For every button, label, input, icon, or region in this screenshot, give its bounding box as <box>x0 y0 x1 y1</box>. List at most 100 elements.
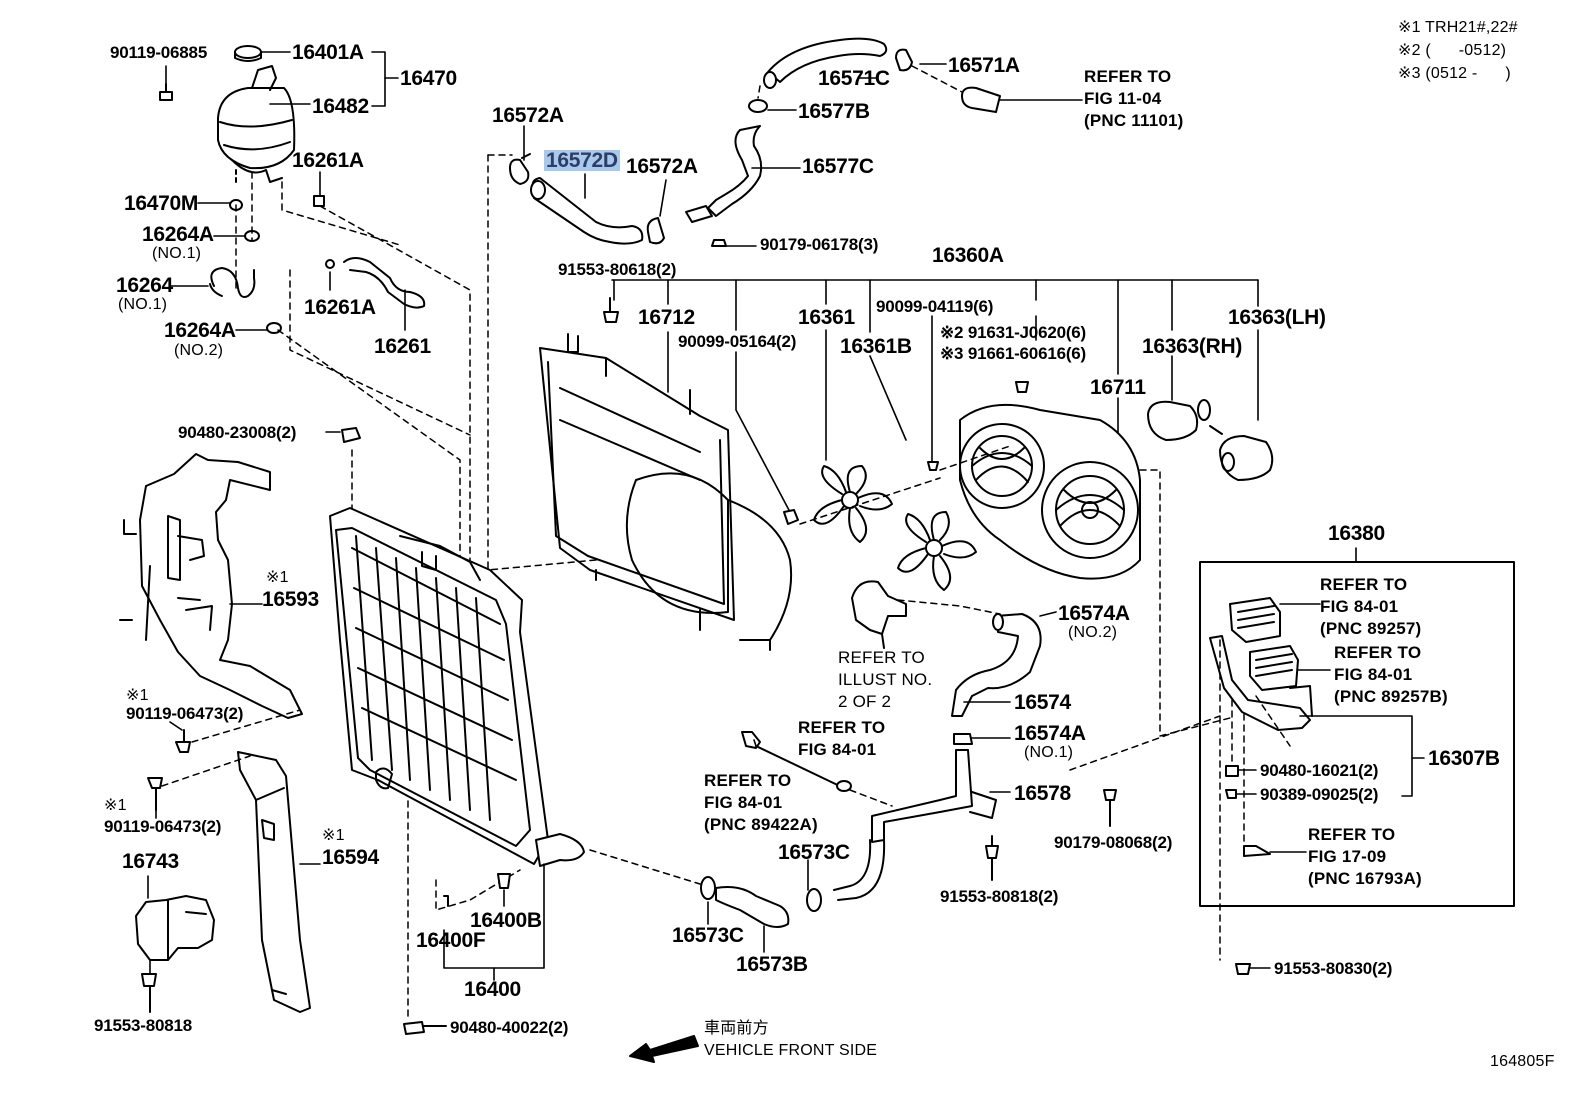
part-label-16573B[interactable]: 16573B <box>736 953 808 976</box>
clamp-16572A-right <box>646 217 665 245</box>
nut-90179-08068 <box>1103 789 1117 827</box>
screw-90099-04119 <box>927 461 939 471</box>
part-label-90179-06178[interactable]: 90179-06178(3) <box>760 235 879 254</box>
shield-16593 <box>119 453 303 719</box>
part-label-16261A-lower[interactable]: 16261A <box>304 296 376 319</box>
part-label-16470[interactable]: 16470 <box>400 67 457 90</box>
leaders-reservoir <box>165 51 406 331</box>
part-label-16571A[interactable]: 16571A <box>948 54 1020 77</box>
part-label-16360A[interactable]: 16360A <box>932 244 1004 267</box>
ref-line: REFER TO <box>1334 643 1422 662</box>
shroud-16712 <box>539 333 793 651</box>
ref-line: REFER TO <box>1084 67 1172 86</box>
part-label-16577B[interactable]: 16577B <box>798 100 870 123</box>
part-label-16712[interactable]: 16712 <box>638 306 695 329</box>
part-label-16578[interactable]: 16578 <box>1014 782 1071 805</box>
screw-91631-J0620 <box>1015 381 1029 393</box>
ref-fig-84-01-pnc-89257[interactable]: REFER TO FIG 84-01 (PNC 89257) <box>1320 574 1421 640</box>
legend-note-2: ※2 ( -0512) <box>1398 42 1507 59</box>
part-sublabel-16574A-no2: (NO.2) <box>1068 624 1118 641</box>
part-label-16573C-left[interactable]: 16573C <box>672 924 744 947</box>
part-label-16577C[interactable]: 16577C <box>802 155 874 178</box>
hose-16571C <box>763 37 888 89</box>
part-label-16264[interactable]: 16264 <box>116 274 173 297</box>
part-label-90480-16021[interactable]: 90480-16021(2) <box>1260 761 1379 780</box>
ref-fig-17-09-pnc-16793A[interactable]: REFER TO FIG 17-09 (PNC 16793A) <box>1308 824 1422 890</box>
fan-shroud-16711 <box>959 403 1141 580</box>
radiator-16400 <box>329 507 585 907</box>
part-label-16307B[interactable]: 16307B <box>1428 747 1500 770</box>
ref-line: (PNC 89257B) <box>1334 687 1448 706</box>
part-sublabel-16264A-no2: (NO.2) <box>174 342 224 359</box>
part-label-16574A-no2[interactable]: 16574A <box>1058 602 1130 625</box>
shield-16594 <box>237 751 311 1013</box>
part-sublabel-16574A-no1: (NO.1) <box>1024 744 1074 761</box>
part-label-16264A-no2[interactable]: 16264A <box>164 319 236 342</box>
part-label-16594[interactable]: 16594 <box>322 846 379 869</box>
ref-fig-11-04[interactable]: REFER TO FIG 11-04 (PNC 11101) <box>1084 66 1184 132</box>
filler-neck <box>851 580 907 649</box>
part-label-16482[interactable]: 16482 <box>312 95 369 118</box>
part-label-16361[interactable]: 16361 <box>798 306 855 329</box>
part-label-16574A-no1[interactable]: 16574A <box>1014 722 1086 745</box>
part-label-16380[interactable]: 16380 <box>1328 522 1385 545</box>
part-label-16363RH[interactable]: 16363(RH) <box>1142 335 1243 358</box>
fan-16361 <box>813 465 893 543</box>
part-label-16401A[interactable]: 16401A <box>292 41 364 64</box>
ref-fig-84-01-pnc-89257B[interactable]: REFER TO FIG 84-01 (PNC 89257B) <box>1334 642 1448 708</box>
motor-16363LH <box>1209 425 1274 481</box>
part-label-16571C[interactable]: 16571C <box>818 67 890 90</box>
ref-illust-2-of-2[interactable]: REFER TO ILLUST NO. 2 OF 2 <box>838 647 932 713</box>
part-label-16711[interactable]: 16711 <box>1090 376 1146 399</box>
part-label-16400[interactable]: 16400 <box>464 978 521 1001</box>
part-label-16470M[interactable]: 16470M <box>124 192 199 215</box>
ref-fig-84-01-a[interactable]: REFER TO FIG 84-01 <box>798 717 885 761</box>
part-label-90480-40022[interactable]: 90480-40022(2) <box>450 1018 569 1037</box>
part-label-16593[interactable]: 16593 <box>262 588 319 611</box>
ref-fig-84-01-pnc-89422A[interactable]: REFER TO FIG 84-01 (PNC 89422A) <box>704 770 818 836</box>
part-label-91553-80830[interactable]: 91553-80830(2) <box>1274 959 1393 978</box>
relay-group-16380 <box>1199 547 1515 975</box>
part-label-91553-80818-right[interactable]: 91553-80818(2) <box>940 887 1059 906</box>
part-label-16400B[interactable]: 16400B <box>470 909 542 932</box>
clamp-16574A-no1 <box>953 733 973 745</box>
part-label-90480-23008[interactable]: 90480-23008(2) <box>178 423 297 442</box>
part-label-16361B[interactable]: 16361B <box>840 335 912 358</box>
bolt-90119-06885 <box>159 83 173 101</box>
part-label-90389-09025[interactable]: 90389-09025(2) <box>1260 785 1379 804</box>
applicability-mark-16593: ※1 <box>266 569 289 586</box>
part-label-90119-06473-b[interactable]: 90119-06473(2) <box>104 817 222 836</box>
part-label-91661-60616[interactable]: ※3 91661-60616(6) <box>940 344 1087 363</box>
ref-line: FIG 17-09 <box>1308 847 1387 866</box>
part-label-91631-J0620[interactable]: ※2 91631-J0620(6) <box>940 323 1087 342</box>
part-label-16573C-right[interactable]: 16573C <box>778 841 850 864</box>
ref-line: FIG 84-01 <box>704 793 783 812</box>
part-label-16264A-no1[interactable]: 16264A <box>142 223 214 246</box>
part-label-90119-06473-a[interactable]: 90119-06473(2) <box>126 704 244 723</box>
part-label-16261[interactable]: 16261 <box>374 335 431 358</box>
motor-16363RH <box>1147 399 1211 441</box>
part-label-90119-06885[interactable]: 90119-06885 <box>110 43 208 62</box>
bolt-90119-06473-b <box>147 777 163 811</box>
part-label-16572D-highlighted[interactable]: 16572D <box>544 149 620 172</box>
legend-note-1: ※1 TRH21#,22# <box>1398 19 1518 36</box>
part-label-91553-80618[interactable]: 91553-80618(2) <box>558 260 677 279</box>
part-label-16363LH[interactable]: 16363(LH) <box>1228 306 1326 329</box>
hose-16577C <box>685 125 763 223</box>
part-label-16572A-right[interactable]: 16572A <box>626 155 698 178</box>
dash-lines-relay <box>1219 639 1291 961</box>
part-label-16743[interactable]: 16743 <box>122 850 179 873</box>
part-label-16400F[interactable]: 16400F <box>416 929 486 952</box>
part-label-91553-80818-left[interactable]: 91553-80818 <box>94 1016 193 1035</box>
nut-90179-06178 <box>711 239 727 247</box>
part-label-90099-04119[interactable]: 90099-04119(6) <box>876 297 994 316</box>
part-label-16574[interactable]: 16574 <box>1014 691 1071 714</box>
part-label-90179-08068[interactable]: 90179-08068(2) <box>1054 833 1173 852</box>
ref-line: FIG 11-04 <box>1084 89 1162 108</box>
part-label-16261A-upper[interactable]: 16261A <box>292 149 364 172</box>
part-label-90099-05164[interactable]: 90099-05164(2) <box>678 332 797 351</box>
nut-90099-05164 <box>783 509 799 525</box>
applicability-mark-bolt-b: ※1 <box>104 797 127 814</box>
part-label-16572A-left[interactable]: 16572A <box>492 104 564 127</box>
